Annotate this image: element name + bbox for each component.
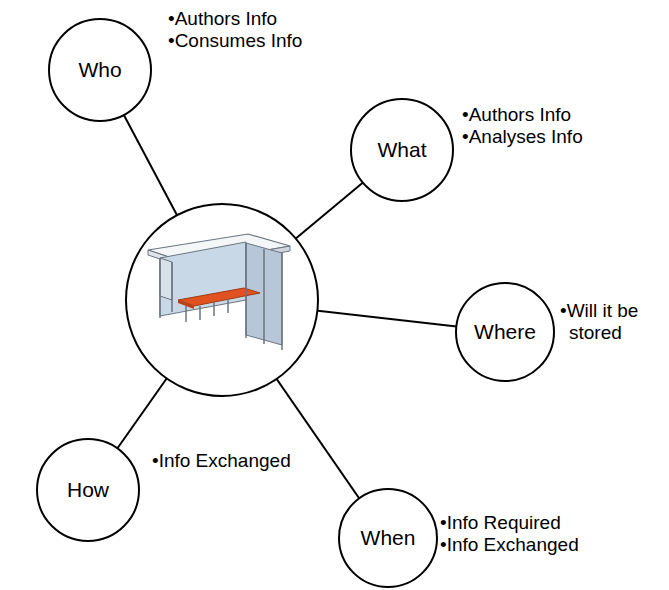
circle-shape bbox=[339, 489, 437, 587]
circle-label-holder: Who bbox=[48, 18, 152, 122]
bullet-list: •Authors Info•Consumes Info bbox=[168, 8, 308, 52]
bullet-list: •Authors Info•Analyses Info bbox=[462, 104, 632, 148]
topic-circle: When•Info Required•Info Exchanged bbox=[338, 488, 438, 588]
topic-circle: What•Authors Info•Analyses Info bbox=[350, 98, 454, 202]
circle-label: Who bbox=[78, 58, 121, 82]
bullet-item: •Info Exchanged bbox=[152, 450, 302, 472]
bullet-item: •Info Required bbox=[440, 512, 615, 534]
bullet-list: •Will it be stored bbox=[560, 300, 664, 344]
circle-label-holder: Where bbox=[455, 282, 555, 382]
topic-circle: How•Info Exchanged bbox=[36, 438, 140, 542]
circle-shape bbox=[37, 439, 139, 541]
circle-label: How bbox=[67, 478, 109, 502]
bullet-item: •Authors Info bbox=[462, 104, 632, 126]
circle-label: Where bbox=[474, 320, 536, 344]
topic-circle: Who•Authors Info•Consumes Info bbox=[48, 18, 152, 122]
circle-label: When bbox=[361, 526, 416, 550]
spoke-lines bbox=[88, 70, 505, 540]
bullet-item: •Consumes Info bbox=[168, 30, 308, 52]
bus-shelter-illustration bbox=[148, 234, 290, 350]
circle-shape bbox=[456, 283, 554, 381]
circle-label: What bbox=[377, 138, 426, 162]
circle-label-holder: How bbox=[36, 438, 140, 542]
bullet-item: •Authors Info bbox=[168, 8, 308, 30]
hub-circle bbox=[126, 204, 318, 396]
bullet-item: •Analyses Info bbox=[462, 126, 632, 148]
circle-label-holder: What bbox=[350, 98, 454, 202]
bullet-item: •Will it be stored bbox=[560, 300, 664, 344]
bullet-list: •Info Exchanged bbox=[152, 450, 302, 472]
bullet-list: •Info Required•Info Exchanged bbox=[440, 512, 615, 556]
circle-label-holder: When bbox=[338, 488, 438, 588]
bullet-item: •Info Exchanged bbox=[440, 534, 615, 556]
topic-circle: Where•Will it be stored bbox=[455, 282, 555, 382]
circle-shape bbox=[351, 99, 453, 201]
circle-shape bbox=[49, 19, 151, 121]
